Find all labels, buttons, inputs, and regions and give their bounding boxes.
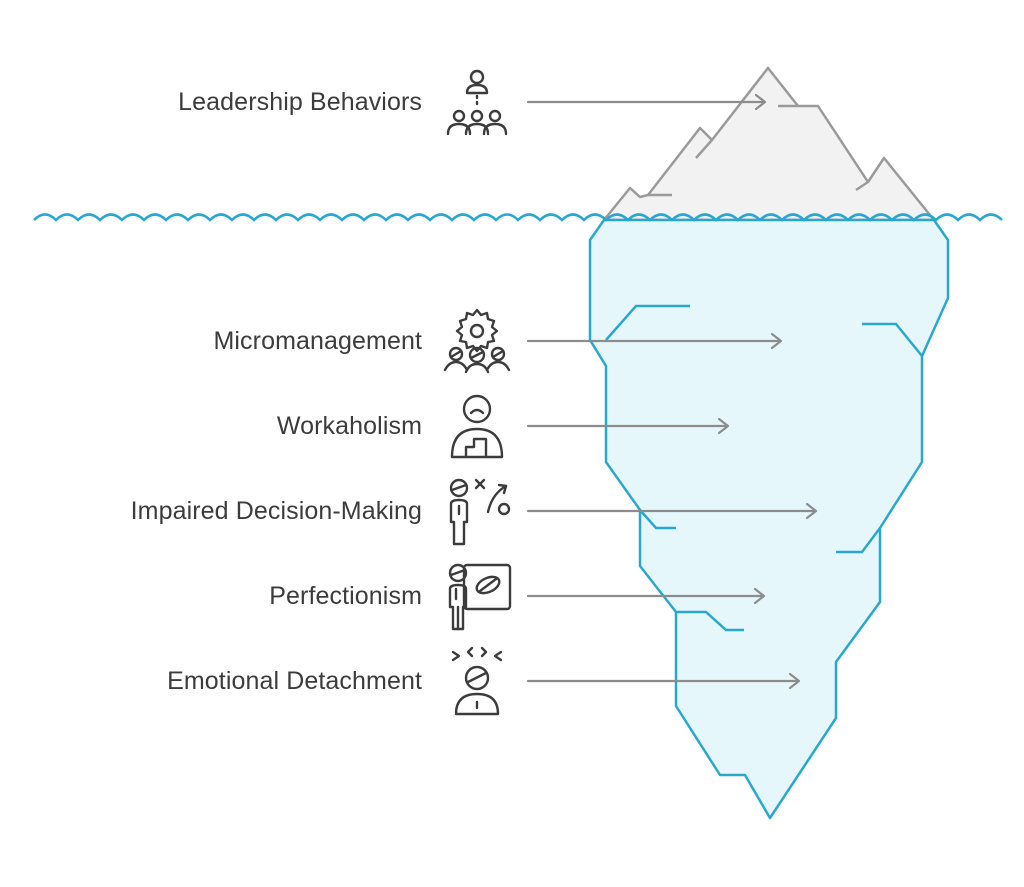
arrow-leadership-behaviors — [526, 93, 767, 111]
iceberg-tip — [602, 66, 936, 222]
decision-strategy-icon — [442, 476, 512, 546]
label-perfectionism: Perfectionism — [269, 582, 422, 610]
label-workaholism: Workaholism — [276, 412, 422, 440]
gear-team-icon — [442, 306, 512, 376]
iceberg-body-crack-3 — [639, 509, 676, 530]
iceberg-body-crack-4 — [836, 527, 881, 554]
iceberg-body-crack-1 — [605, 304, 690, 341]
iceberg-body-crack-2 — [862, 322, 923, 357]
label-leadership-behaviors: Leadership Behaviors — [178, 88, 422, 116]
iceberg-tip-crack-3 — [695, 139, 713, 159]
presenter-board-icon — [442, 561, 512, 631]
arrows — [526, 93, 818, 690]
arrow-micromanagement — [526, 332, 783, 350]
label-micromanagement: Micromanagement — [213, 327, 422, 355]
water-line — [33, 213, 1003, 222]
arrow-perfectionism — [526, 587, 766, 605]
stressed-worker-icon — [442, 391, 512, 461]
label-impaired-decision-making: Impaired Decision-Making — [130, 497, 422, 525]
arrow-impaired-decision-making — [526, 502, 818, 520]
iceberg-body — [588, 218, 950, 820]
leadership-meeting-icon — [442, 66, 512, 136]
label-emotional-detachment: Emotional Detachment — [167, 667, 422, 695]
arrow-emotional-detachment — [526, 672, 801, 690]
iceberg-body-crack-5 — [676, 610, 744, 632]
arrow-workaholism — [526, 417, 730, 435]
detached-person-icon — [442, 646, 512, 716]
iceberg-tip-crack-4 — [855, 180, 869, 192]
